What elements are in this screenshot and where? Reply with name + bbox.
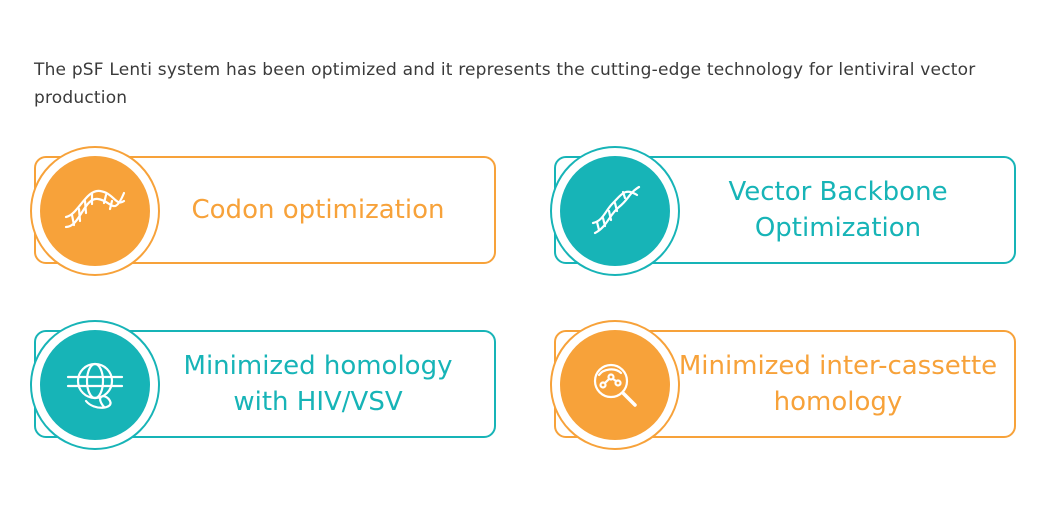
- icon-ring: [30, 320, 160, 450]
- intro-text: The pSF Lenti system has been optimized …: [34, 60, 976, 108]
- dna-strand-icon: [585, 181, 645, 241]
- icon-ring: [30, 146, 160, 276]
- dna-icon: [62, 187, 128, 235]
- magnifier-network-icon: [585, 355, 645, 415]
- icon-disc: [560, 330, 670, 440]
- feature-label: Codon optimization: [191, 195, 445, 225]
- icon-disc: [40, 156, 150, 266]
- globe-spiral-icon: [64, 355, 126, 415]
- feature-label: Minimized inter-cassette homology: [678, 351, 998, 417]
- feature-label: Vector Backbone Optimization: [728, 177, 948, 243]
- icon-disc: [560, 156, 670, 266]
- icon-ring: [550, 320, 680, 450]
- feature-label: Minimized homology with HIV/VSV: [183, 351, 453, 417]
- icon-ring: [550, 146, 680, 276]
- icon-disc: [40, 330, 150, 440]
